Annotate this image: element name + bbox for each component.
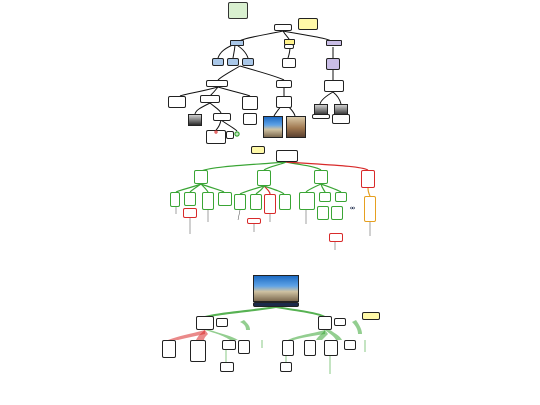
mid-sub-8[interactable] <box>279 194 291 210</box>
branch-tag-c[interactable] <box>326 40 342 46</box>
top-root-note[interactable] <box>298 18 318 30</box>
mid-sub-1[interactable] <box>170 192 180 207</box>
leaf-card-6[interactable] <box>243 113 257 125</box>
bottom-branch-left-2[interactable] <box>216 318 228 327</box>
leaf-card-2[interactable] <box>200 95 220 103</box>
top-legend-card[interactable] <box>228 2 248 19</box>
bottom-right-note[interactable] <box>362 312 380 320</box>
crossed-circle-icon <box>214 130 218 134</box>
mid-sub-4[interactable] <box>218 192 232 206</box>
mid-sub-2[interactable] <box>184 192 196 206</box>
branch-tag-a[interactable] <box>230 40 244 46</box>
branch-a-child-1[interactable] <box>212 58 224 66</box>
bottom-leaf-1 <box>256 344 270 364</box>
branch-a-sub-1[interactable] <box>206 80 228 87</box>
mid-sub-10-warn[interactable] <box>329 233 343 242</box>
bottom-branch-left[interactable] <box>196 316 214 330</box>
branch-c-child[interactable] <box>326 58 340 70</box>
mid-branch-3[interactable] <box>314 170 328 184</box>
middle-root-note[interactable] <box>251 146 265 154</box>
bottom-sub-7[interactable] <box>324 340 338 356</box>
bottom-sub-8[interactable] <box>344 340 356 350</box>
bottom-sub-2[interactable] <box>190 340 206 362</box>
mid-leaf-3 <box>200 224 216 234</box>
bottom-tree-leaf-lines <box>225 340 366 374</box>
branch-b-child[interactable] <box>282 58 296 68</box>
leaf-card-5[interactable] <box>213 113 231 121</box>
mid-leaf-7 <box>298 226 314 240</box>
mid-leaf-9 <box>362 236 378 254</box>
mid-sub-3[interactable] <box>202 192 214 210</box>
photo-thumb-1[interactable] <box>188 114 202 126</box>
mid-sub-9[interactable] <box>299 192 315 210</box>
mid-sub-11[interactable] <box>335 192 347 202</box>
branch-a-sub-2[interactable] <box>276 80 292 88</box>
mid-leaf-5 <box>246 232 262 246</box>
mid-sub-12[interactable] <box>364 196 376 222</box>
bottom-sub-6[interactable] <box>304 340 316 356</box>
bottom-sub-1[interactable] <box>162 340 176 358</box>
leaf-card-4[interactable] <box>276 96 292 108</box>
bottom-leaf-2 <box>322 374 340 400</box>
mid-sub-2-warn[interactable] <box>183 208 197 218</box>
bottom-tree-connectors <box>168 306 362 340</box>
photo-thumb-3[interactable] <box>286 116 306 138</box>
mid-branch-1[interactable] <box>194 170 208 184</box>
plus-circle-icon <box>234 131 240 137</box>
bottom-leaf-3 <box>354 352 374 362</box>
branch-a-child-2[interactable] <box>227 58 239 66</box>
mid-sub-6-warn[interactable] <box>247 218 261 224</box>
leaf-card-1[interactable] <box>168 96 186 108</box>
branch-a-child-3[interactable] <box>242 58 254 66</box>
bottom-sub-4[interactable] <box>238 340 250 354</box>
mid-sub-6[interactable] <box>250 194 262 210</box>
middle-root-node[interactable] <box>276 150 298 162</box>
bottom-branch-right-2[interactable] <box>334 318 346 326</box>
link-icon <box>350 206 355 210</box>
bottom-root-bar[interactable] <box>253 302 299 307</box>
mid-sub-5[interactable] <box>234 194 246 210</box>
leaf-card-3[interactable] <box>242 96 258 110</box>
mid-sub-10[interactable] <box>319 192 331 202</box>
leaf-card-10[interactable] <box>226 131 234 139</box>
mid-branch-4[interactable] <box>361 170 375 188</box>
branch-b-detail[interactable] <box>284 44 294 49</box>
leaf-card-7[interactable] <box>312 114 330 119</box>
mid-leaf-6 <box>263 222 279 238</box>
mid-branch-2[interactable] <box>257 170 271 186</box>
bottom-sub-5[interactable] <box>282 340 294 356</box>
branch-c-sub[interactable] <box>324 80 344 92</box>
mid-leaf-2 <box>183 236 199 254</box>
middle-tree-leaf-lines <box>175 207 371 250</box>
bottom-sub-3[interactable] <box>222 340 236 350</box>
bottom-header-photo[interactable] <box>253 275 299 302</box>
bottom-sub-5b[interactable] <box>280 362 292 372</box>
mid-sub-10b[interactable] <box>317 206 329 220</box>
bottom-sub-3b[interactable] <box>220 362 234 372</box>
middle-tree-connectors <box>175 161 371 197</box>
mid-leaf-8 <box>327 256 343 274</box>
top-root-node[interactable] <box>274 24 292 31</box>
photo-thumb-2[interactable] <box>263 116 283 138</box>
bottom-branch-right[interactable] <box>318 316 332 330</box>
mid-sub-7[interactable] <box>264 194 276 214</box>
mid-sub-10c[interactable] <box>331 206 343 220</box>
mid-leaf-1 <box>170 214 182 220</box>
leaf-card-8[interactable] <box>332 114 350 124</box>
mid-leaf-4 <box>230 222 244 232</box>
